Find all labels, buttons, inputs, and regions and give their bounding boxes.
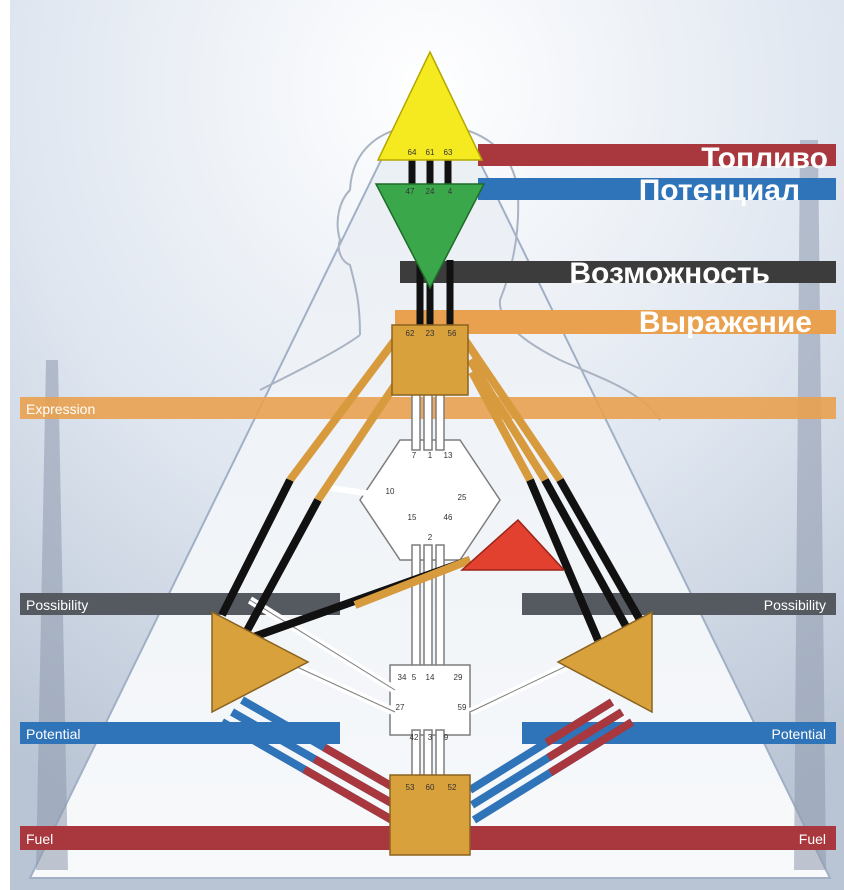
svg-text:62: 62 <box>406 329 415 338</box>
left-center <box>211 610 310 714</box>
svg-text:4: 4 <box>448 187 453 196</box>
svg-text:42: 42 <box>410 733 419 742</box>
potential-band-ru <box>478 178 836 200</box>
possibility-label-right: Possibility <box>764 597 826 613</box>
svg-text:2: 2 <box>428 533 433 542</box>
fuel-label-ru: Топливо <box>701 142 828 175</box>
fuel-label-right: Fuel <box>799 831 826 847</box>
svg-text:34: 34 <box>398 673 407 682</box>
svg-text:59: 59 <box>458 703 467 712</box>
svg-text:7: 7 <box>412 451 417 460</box>
fuel-label-left: Fuel <box>26 831 53 847</box>
possibility-band-ru <box>400 261 836 283</box>
svg-text:14: 14 <box>426 673 435 682</box>
potential-label-left: Potential <box>26 726 80 742</box>
svg-text:5: 5 <box>412 673 417 682</box>
svg-text:24: 24 <box>426 187 435 196</box>
possibility-label-left: Possibility <box>26 597 88 613</box>
svg-text:47: 47 <box>406 187 415 196</box>
svg-text:29: 29 <box>454 673 463 682</box>
svg-text:10: 10 <box>386 487 395 496</box>
fuel-band-ru <box>478 144 836 166</box>
svg-text:3: 3 <box>428 733 433 742</box>
possibility-band-right <box>522 593 836 615</box>
svg-text:63: 63 <box>444 148 453 157</box>
svg-text:1: 1 <box>428 451 433 460</box>
svg-text:52: 52 <box>448 783 457 792</box>
svg-text:13: 13 <box>444 451 453 460</box>
white-channels <box>247 379 602 791</box>
possibility-label-ru: Возможность <box>569 257 770 290</box>
throat-center <box>391 324 469 396</box>
shoulder-silhouette <box>259 334 361 391</box>
svg-text:25: 25 <box>458 493 467 502</box>
svg-text:60: 60 <box>426 783 435 792</box>
ajna-center <box>374 183 486 290</box>
gate-numbers: 64 61 63 47 24 4 62 23 56 7 1 13 10 25 1… <box>386 148 467 792</box>
svg-text:56: 56 <box>448 329 457 338</box>
fuel-band-right <box>470 826 836 850</box>
potential-label-ru: Потенциал <box>639 174 800 207</box>
right-channels <box>461 337 644 824</box>
svg-text:64: 64 <box>408 148 417 157</box>
svg-text:15: 15 <box>408 513 417 522</box>
expression-label-left: Expression <box>26 401 95 417</box>
root-center <box>389 774 471 856</box>
svg-text:23: 23 <box>426 329 435 338</box>
right-center <box>556 610 653 714</box>
head-center <box>376 50 484 161</box>
svg-text:9: 9 <box>444 733 449 742</box>
svg-text:27: 27 <box>396 703 405 712</box>
potential-label-right: Potential <box>772 726 826 742</box>
svg-text:53: 53 <box>406 783 415 792</box>
svg-text:61: 61 <box>426 148 435 157</box>
left-channels <box>218 337 472 824</box>
svg-text:46: 46 <box>444 513 453 522</box>
spleen-center-red <box>460 518 566 571</box>
fuel-band-left <box>20 826 400 850</box>
expression-label-ru: Выражение <box>639 306 812 339</box>
